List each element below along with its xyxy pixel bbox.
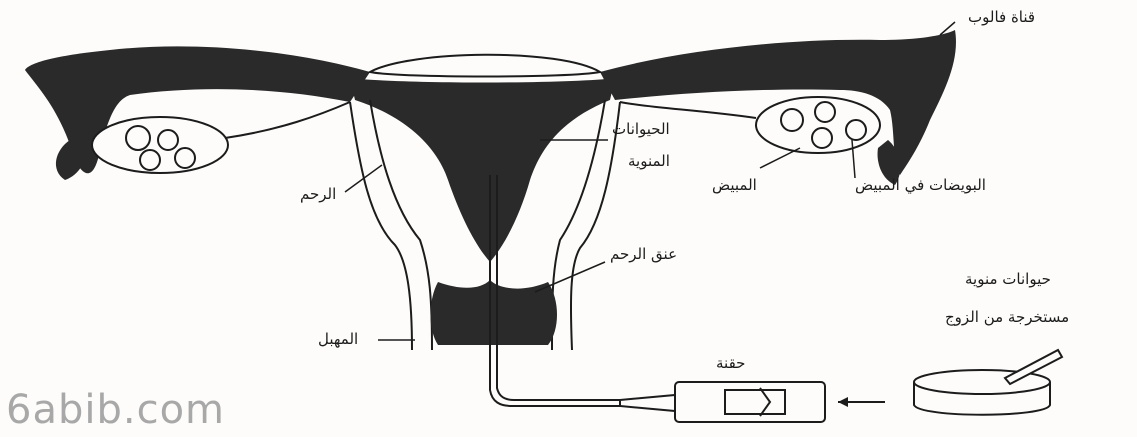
syringe-needle bbox=[620, 395, 675, 411]
label-cervix: عنق الرحم bbox=[610, 245, 677, 263]
left-ovarian-ligament bbox=[225, 102, 350, 138]
right-ovarian-ligament bbox=[620, 102, 756, 118]
label-syringe: حقنة bbox=[716, 354, 745, 372]
label-sperm-line1: الحيوانات bbox=[612, 120, 670, 138]
uterus-fundus bbox=[370, 55, 600, 77]
label-ovary: المبيض bbox=[712, 176, 757, 194]
label-husband-sperm-line2: مستخرجة من الزوج bbox=[945, 308, 1069, 326]
label-sperm-line2: المنوية bbox=[628, 152, 670, 170]
uterus-outer-left bbox=[350, 102, 412, 350]
label-uterus: الرحم bbox=[300, 185, 336, 203]
label-husband-sperm-line1: حيوانات منوية bbox=[965, 270, 1051, 288]
uterus-wall-right bbox=[552, 100, 605, 350]
leader-cervix bbox=[535, 262, 605, 292]
syringe-plunger bbox=[725, 390, 785, 414]
label-fallopian-tube: قناة فالوب bbox=[968, 8, 1035, 26]
leader-ovary bbox=[760, 148, 800, 168]
uterine-cavity bbox=[350, 78, 615, 262]
label-vagina: المهبل bbox=[318, 330, 358, 348]
watermark: 6abib.com bbox=[6, 390, 225, 430]
direction-arrow-head bbox=[838, 397, 848, 407]
cervix-shape bbox=[431, 280, 558, 345]
leader-uterus bbox=[345, 165, 382, 192]
label-eggs-in-ovary: البويضات في المبيض bbox=[855, 176, 986, 194]
uterus-outer-right bbox=[571, 102, 620, 350]
